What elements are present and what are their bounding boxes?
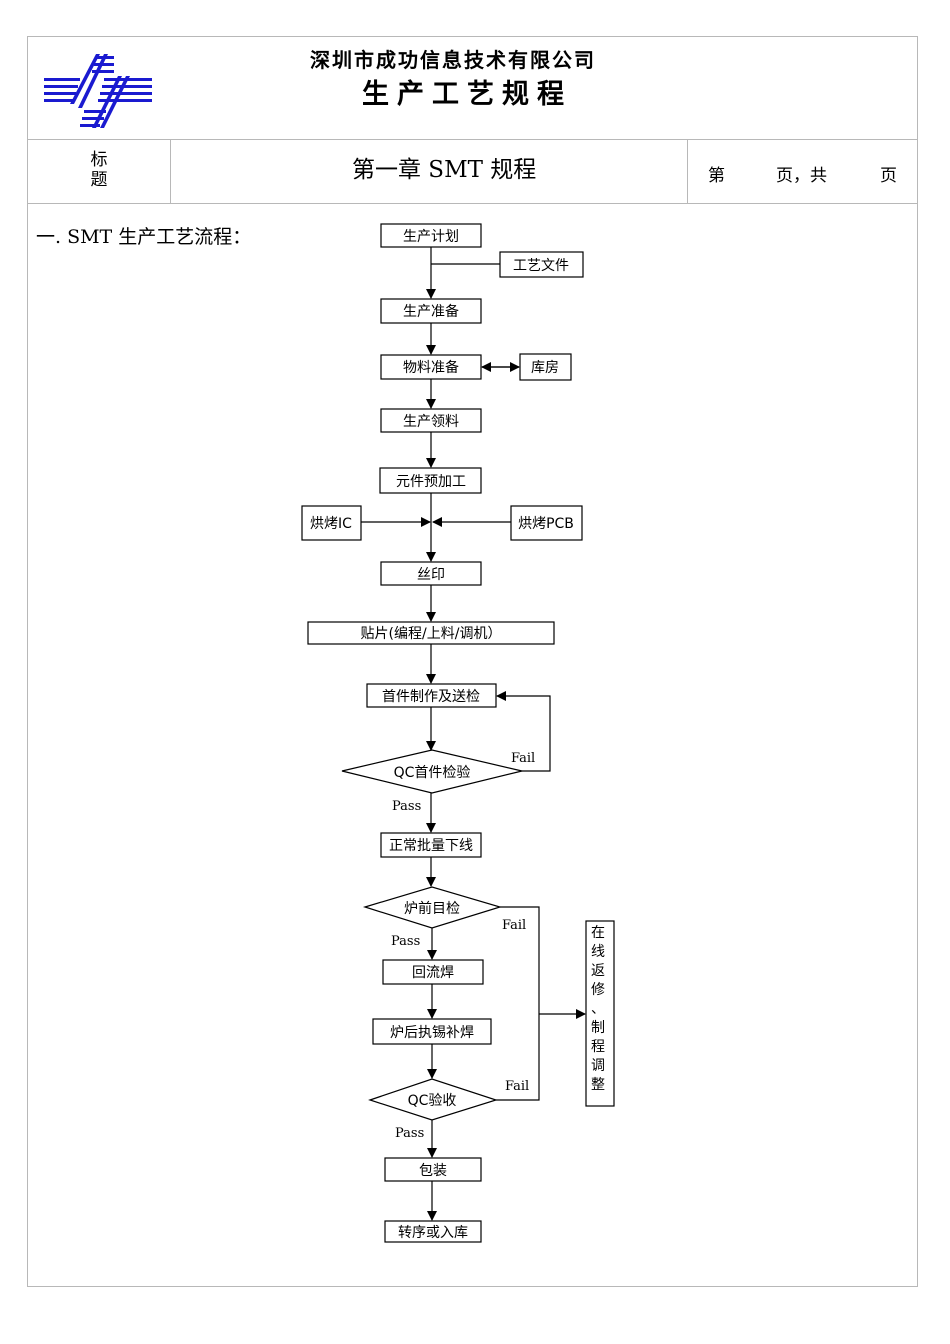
pass-label: Pass — [392, 799, 421, 814]
box-mount — [307, 621, 555, 645]
svg-text:整: 整 — [591, 1077, 605, 1093]
box-plan — [380, 223, 482, 248]
step-prep: 生产准备 — [403, 303, 459, 320]
box-reflow — [382, 959, 484, 985]
decision-qc-first: QC首件检验 — [394, 765, 471, 781]
step-print: 丝印 — [417, 567, 445, 583]
box-mass — [380, 832, 482, 858]
step-transfer: 转序或入库 — [398, 1225, 468, 1241]
box-pick — [380, 408, 482, 433]
box-transfer — [384, 1220, 482, 1243]
svg-text:调: 调 — [591, 1058, 605, 1074]
box-warehouse — [519, 353, 572, 381]
box-rework — [585, 920, 615, 1107]
step-post-reflow: 炉后执锡补焊 — [390, 1025, 474, 1041]
step-pick: 生产领料 — [403, 414, 459, 430]
box-prep — [380, 298, 482, 324]
box-first-article — [366, 683, 497, 708]
box-pack — [384, 1157, 482, 1182]
page-suffix: 页 — [880, 166, 897, 186]
step-reflow: 回流焊 — [412, 965, 454, 981]
diamond-qc-accept — [368, 1078, 498, 1121]
step-rework: 在 线 返 修 、 制 程 调 整 — [591, 925, 605, 1093]
box-print — [380, 561, 482, 586]
box-preprocess — [379, 467, 482, 494]
title-label: 标题 — [90, 150, 108, 190]
divider — [27, 139, 917, 140]
step-bake-ic: 烘烤IC — [310, 516, 352, 532]
svg-text:返: 返 — [591, 963, 605, 979]
svg-text:在: 在 — [591, 925, 605, 941]
fail-label: Fail — [511, 751, 535, 766]
step-material: 物料准备 — [403, 359, 459, 376]
pass-label: Pass — [395, 1126, 424, 1141]
document-title: 生产工艺规程 — [362, 79, 572, 110]
decision-pre-reflow: 炉前目检 — [404, 900, 460, 917]
page-mid: 页，共 — [776, 166, 827, 186]
page-prefix: 第 — [708, 166, 725, 186]
box-post-reflow — [372, 1018, 492, 1045]
step-bake-pcb: 烘烤PCB — [518, 516, 574, 532]
chapter-title: 第一章 SMT 规程 — [352, 157, 537, 183]
document-frame — [27, 36, 918, 1287]
svg-text:制: 制 — [591, 1020, 605, 1036]
decision-qc-accept: QC验收 — [408, 1093, 457, 1109]
fail-label: Fail — [502, 918, 526, 933]
fail-line — [496, 906, 540, 1101]
step-preprocess: 元件预加工 — [396, 474, 466, 490]
box-bake-ic — [301, 505, 362, 541]
fail-label: Fail — [505, 1079, 529, 1094]
company-logo — [44, 54, 152, 128]
section-heading: 一. SMT 生产工艺流程： — [36, 226, 252, 248]
company-name: 深圳市成功信息技术有限公司 — [310, 48, 596, 72]
svg-text:、: 、 — [591, 1001, 605, 1017]
box-docs — [499, 251, 584, 278]
diamond-pre-reflow — [362, 886, 503, 929]
fail-loop — [496, 691, 551, 772]
step-warehouse: 库房 — [531, 360, 559, 376]
box-material — [380, 354, 482, 380]
box-bake-pcb — [510, 505, 583, 541]
pass-label: Pass — [391, 934, 420, 949]
divider — [170, 139, 171, 203]
step-first-article: 首件制作及送检 — [382, 689, 480, 705]
step-pack: 包装 — [419, 1163, 447, 1179]
divider — [27, 203, 917, 204]
step-plan: 生产计划 — [403, 229, 459, 245]
svg-text:程: 程 — [591, 1039, 605, 1055]
diamond-qc-first — [341, 749, 523, 794]
svg-text:修: 修 — [591, 982, 605, 998]
divider — [687, 139, 688, 203]
step-docs: 工艺文件 — [513, 258, 569, 274]
svg-text:线: 线 — [591, 944, 605, 960]
step-mount: 贴片(编程/上料/调机） — [361, 626, 502, 642]
step-mass: 正常批量下线 — [389, 838, 473, 854]
